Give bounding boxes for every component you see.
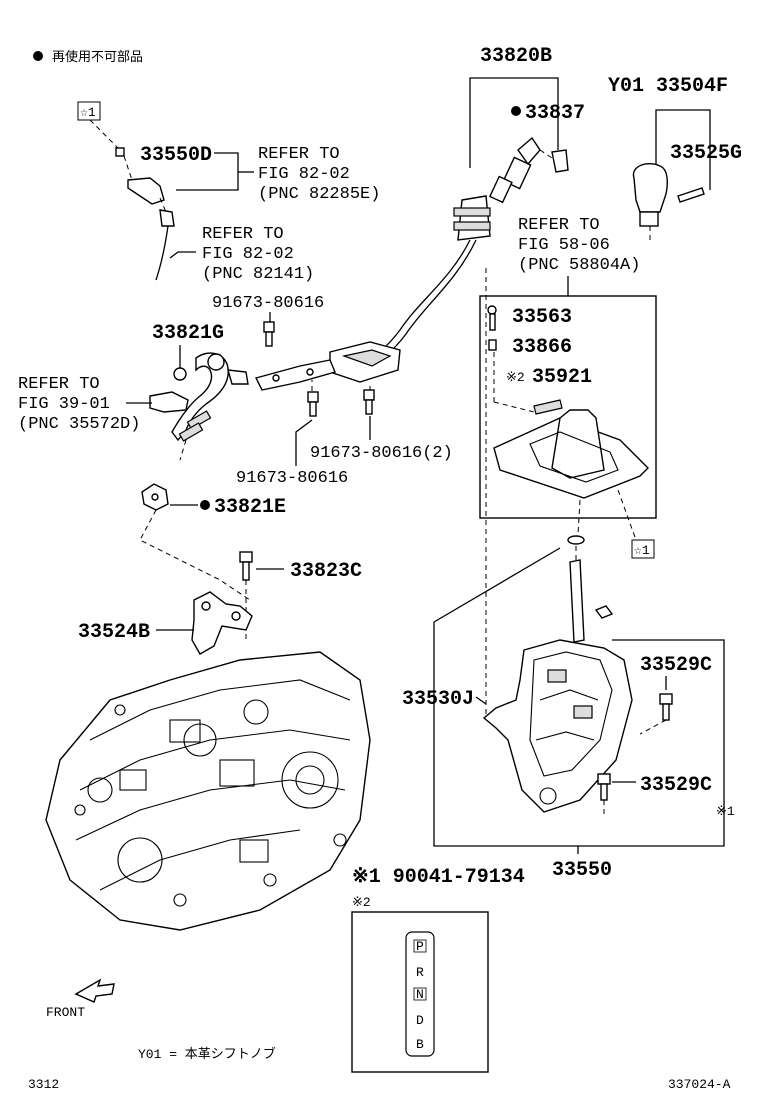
part-label-33529C-a: 33529C xyxy=(640,654,712,677)
part-label-33823C: 33823C xyxy=(290,560,362,583)
ref3-line2: FIG 39-01 xyxy=(18,395,110,414)
cable-lever-drawing xyxy=(149,352,249,461)
bolt-icon xyxy=(307,391,319,417)
page-code-right: 337024-A xyxy=(668,1077,731,1092)
part-label-35921: 35921 xyxy=(532,366,592,389)
ref4-line1: REFER TO xyxy=(518,216,600,235)
shift-knob-drawing xyxy=(632,162,705,240)
part-label-Y01-33504F: Y01 33504F xyxy=(608,75,728,98)
non-reusable-bullet-icon xyxy=(200,500,210,510)
console-group-box xyxy=(479,295,657,519)
part-label-33525G: 33525G xyxy=(670,142,742,165)
bracket-drawing xyxy=(191,591,253,655)
ref2-line1: REFER TO xyxy=(202,225,284,244)
cable-bracket-drawing xyxy=(254,341,401,400)
part-label-33530J: 33530J xyxy=(402,688,474,711)
ref1-line2: FIG 82-02 xyxy=(258,165,350,184)
part-label-33529C-b: 33529C xyxy=(640,774,712,797)
ref4-line2: FIG 58-06 xyxy=(518,236,610,255)
shift-cable-drawing xyxy=(359,136,569,371)
bolt-icon xyxy=(659,693,673,721)
marker-note1-side: ※1 xyxy=(716,804,735,819)
ref3-line1: REFER TO xyxy=(18,375,100,394)
part-label-33837: 33837 xyxy=(525,102,585,125)
non-reusable-bullet-icon xyxy=(511,106,521,116)
shift-letter-n: N xyxy=(416,987,424,1002)
clip-icon xyxy=(488,339,497,351)
shift-letter-d: D xyxy=(416,1013,424,1028)
bolt-icon xyxy=(239,551,253,581)
note1-text: ※1 90041-79134 xyxy=(352,866,525,889)
clip-drawing xyxy=(115,147,175,281)
screw-icon xyxy=(487,305,497,331)
shift-box-p xyxy=(413,939,427,953)
ref2-line3: (PNC 82141) xyxy=(202,265,314,284)
front-arrow-icon xyxy=(74,978,115,1003)
marker-star1-a: ☆1 xyxy=(80,105,96,120)
bolt-icon xyxy=(597,773,611,801)
shift-letter-b: B xyxy=(416,1037,424,1052)
marker-star1-b: ☆1 xyxy=(634,543,650,558)
ref1-line3: (PNC 82285E) xyxy=(258,185,380,204)
part-label-33821G: 33821G xyxy=(152,322,224,345)
part-label-33550: 33550 xyxy=(552,859,612,882)
console-panel-drawing xyxy=(493,352,649,499)
part-label-33524B: 33524B xyxy=(78,621,150,644)
page-code-left: 3312 xyxy=(28,1077,59,1092)
part-label-33550D: 33550D xyxy=(140,144,212,167)
front-label: FRONT xyxy=(46,1005,85,1020)
star-marker-icon xyxy=(631,539,655,559)
y01-note: Y01 = 本革シフトノブ xyxy=(138,1046,276,1062)
bolt-icon xyxy=(363,389,375,415)
shift-lever-drawing xyxy=(482,559,633,813)
clip-drawing xyxy=(141,483,169,511)
ref2-line2: FIG 82-02 xyxy=(202,245,294,264)
legend-text: 再使用不可部品 xyxy=(52,49,143,65)
bolt-icon xyxy=(263,321,275,347)
part-label-33820B: 33820B xyxy=(480,45,552,68)
part-label-91673-top: 91673-80616 xyxy=(212,294,324,313)
marker-note2: ※2 xyxy=(506,370,525,385)
non-reusable-bullet-icon xyxy=(33,51,43,61)
ref1-line1: REFER TO xyxy=(258,145,340,164)
part-label-33866: 33866 xyxy=(512,336,572,359)
part-label-33821E: 33821E xyxy=(214,496,286,519)
star-marker-icon xyxy=(77,101,101,121)
part-label-91673-2: 91673-80616(2) xyxy=(310,444,453,463)
shift-letter-r: R xyxy=(416,965,424,980)
ref4-line3: (PNC 58804A) xyxy=(518,256,640,275)
shift-box-n xyxy=(413,987,427,1001)
part-label-33563: 33563 xyxy=(512,306,572,329)
transaxle-drawing xyxy=(45,651,371,931)
note2-mark: ※2 xyxy=(352,895,371,910)
washer-icon xyxy=(567,535,585,545)
leader-33820B xyxy=(469,77,559,168)
part-label-91673-bottom: 91673-80616 xyxy=(236,469,348,488)
shift-letter-p: P xyxy=(416,939,424,954)
ref3-line3: (PNC 35572D) xyxy=(18,415,140,434)
